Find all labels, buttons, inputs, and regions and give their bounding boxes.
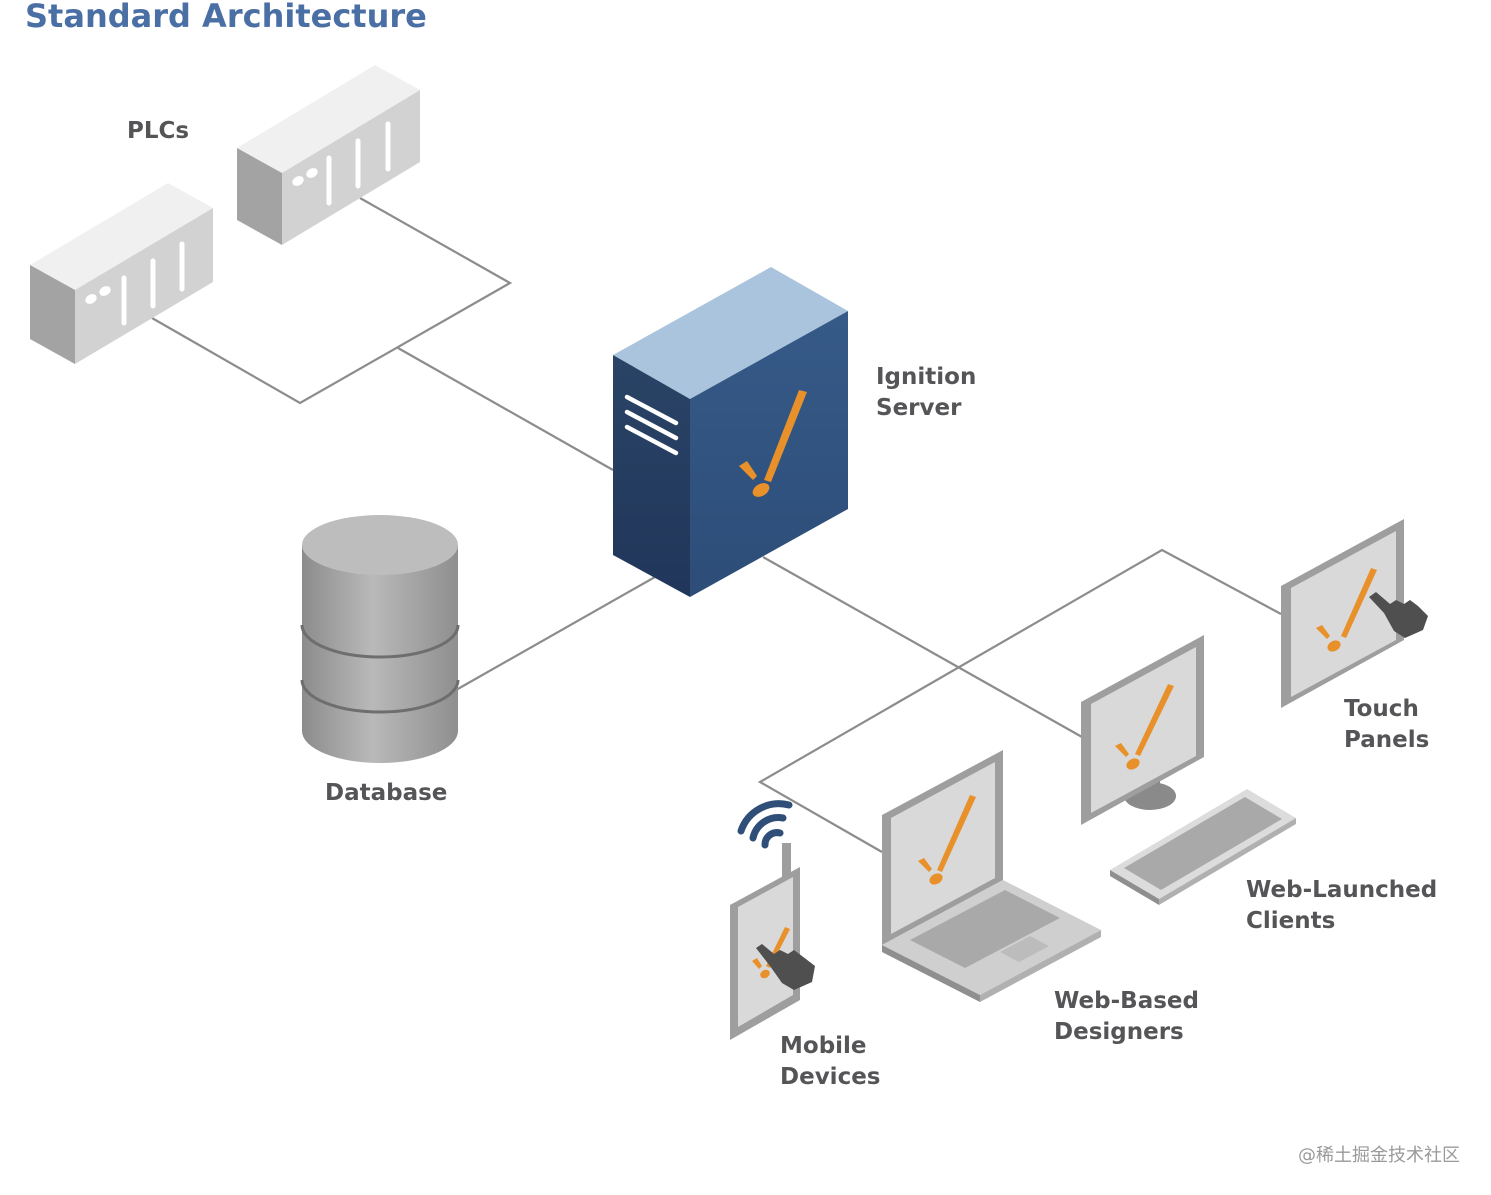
keyboard — [1110, 789, 1296, 905]
web-based-designers-label: Web-Based Designers — [1054, 988, 1207, 1045]
server-to-clients-line — [762, 556, 1083, 738]
mobile-label-line2: Devices — [780, 1064, 881, 1090]
database-label: Database — [325, 780, 447, 806]
wifi-icon — [737, 800, 793, 849]
vent-icon — [624, 394, 679, 456]
designers-label-line2: Designers — [1054, 1019, 1184, 1045]
plc-to-server-line — [397, 347, 614, 471]
desktop-client — [1081, 635, 1296, 905]
webclients-label-line2: Clients — [1246, 908, 1335, 934]
web-launched-clients-label: Web-Launched Clients — [1246, 877, 1445, 934]
webclients-label-line1: Web-Launched — [1246, 877, 1437, 903]
page-title: Standard Architecture — [25, 0, 427, 35]
plc-unit — [237, 65, 420, 245]
plc-unit — [30, 183, 213, 364]
ignition-server — [613, 267, 848, 597]
ignition-label-line1: Ignition — [876, 364, 976, 390]
ignition-server-label: Ignition Server — [876, 364, 984, 421]
plcs-label: PLCs — [127, 118, 189, 144]
mobile-label-line1: Mobile — [780, 1033, 867, 1059]
designers-label-line1: Web-Based — [1054, 988, 1199, 1014]
touch-label-line2: Panels — [1344, 727, 1429, 753]
touch-panels-label: Touch Panels — [1344, 696, 1429, 753]
client-network-line — [757, 548, 1282, 853]
touch-panel — [1281, 519, 1428, 708]
mobile-devices-label: Mobile Devices — [780, 1033, 881, 1090]
ignition-logo-icon — [1316, 568, 1377, 652]
laptop-designer — [882, 750, 1101, 1002]
hand-pointer-icon — [1369, 592, 1428, 638]
ignition-logo-icon — [1115, 684, 1174, 770]
database-cylinder — [300, 515, 460, 763]
connection-lines — [151, 197, 1282, 853]
mobile-device — [730, 800, 815, 1040]
ignition-logo-icon — [739, 390, 807, 497]
hand-pointer-icon — [756, 944, 815, 990]
ignition-logo-icon — [918, 795, 976, 885]
ignition-label-line2: Server — [876, 395, 962, 421]
database-to-server-line — [455, 576, 656, 691]
plc-network-line — [151, 197, 513, 405]
watermark: @稀土掘金技术社区 — [1298, 1145, 1460, 1166]
touch-label-line1: Touch — [1344, 696, 1419, 722]
